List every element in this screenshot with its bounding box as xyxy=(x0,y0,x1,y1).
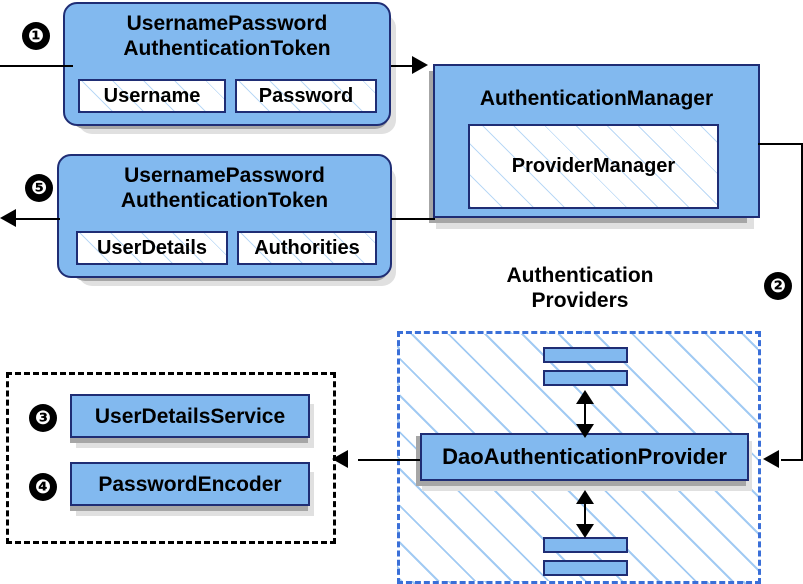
response-token-outbound-line xyxy=(16,218,60,220)
token-to-manager-line xyxy=(391,65,420,67)
dao-authentication-provider-node[interactable]: DaoAuthenticationProvider xyxy=(420,433,749,481)
provider-link-upper-arrow-up xyxy=(576,390,594,404)
provider-link-lower-line xyxy=(584,495,586,529)
provider-manager-box[interactable]: ProviderManager xyxy=(468,124,719,209)
dao-authentication-provider-title: DaoAuthenticationProvider xyxy=(442,444,727,469)
step-badge-1: ❶ xyxy=(22,22,50,50)
authentication-providers-label: Authentication Providers xyxy=(506,264,654,312)
manager-to-provider-line-top xyxy=(758,143,803,145)
provider-placeholder-1[interactable] xyxy=(543,347,628,363)
response-token-field-userdetails[interactable]: UserDetails xyxy=(76,231,228,265)
provider-link-upper-arrow-down xyxy=(576,424,594,438)
provider-link-lower-arrow-down xyxy=(576,524,594,538)
password-encoder-node[interactable]: PasswordEncoder xyxy=(70,462,310,506)
response-token-outbound-arrow xyxy=(0,209,16,227)
manager-to-provider-line-bottom xyxy=(781,459,803,461)
request-token-field-username[interactable]: Username xyxy=(78,79,226,113)
provider-placeholder-2[interactable] xyxy=(543,370,628,386)
request-token-field-password[interactable]: Password xyxy=(235,79,377,113)
user-details-service-title: UserDetailsService xyxy=(94,404,286,428)
step-badge-4: ❹ xyxy=(29,473,57,501)
response-token-field-authorities[interactable]: Authorities xyxy=(237,231,377,265)
provider-placeholder-3[interactable] xyxy=(543,537,628,553)
token-to-manager-arrow xyxy=(412,56,428,74)
step-badge-5: ❺ xyxy=(25,174,53,202)
inbound-request-line xyxy=(0,65,73,67)
user-details-service-node[interactable]: UserDetailsService xyxy=(70,394,310,438)
provider-to-dependencies-arrow xyxy=(332,450,348,468)
provider-to-dependencies-line xyxy=(358,459,420,461)
step-badge-2: ❷ xyxy=(764,272,792,300)
manager-to-provider-line-vertical xyxy=(801,143,803,460)
manager-to-response-token-line xyxy=(391,218,435,220)
request-token-title: UsernamePassword AuthenticationToken xyxy=(123,12,331,60)
step-badge-3: ❸ xyxy=(29,404,57,432)
manager-to-provider-arrow xyxy=(763,450,779,468)
authentication-manager-title: AuthenticationManager xyxy=(479,87,714,110)
provider-placeholder-4[interactable] xyxy=(543,560,628,576)
password-encoder-title: PasswordEncoder xyxy=(98,472,282,496)
provider-link-lower-arrow-up xyxy=(576,490,594,504)
response-token-title: UsernamePassword AuthenticationToken xyxy=(120,164,329,212)
provider-link-upper-line xyxy=(584,395,586,429)
